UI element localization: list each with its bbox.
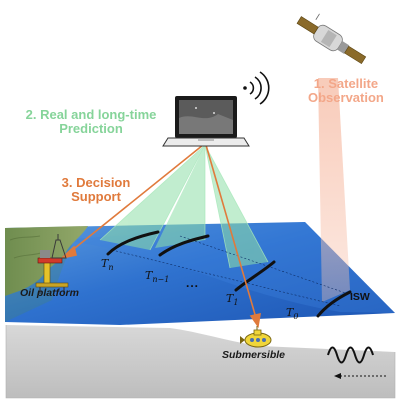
- laptop-icon: [163, 96, 249, 146]
- prediction-label: 2. Real and long-time Prediction: [16, 108, 166, 135]
- wave-label-tn-sub: n: [108, 263, 113, 272]
- satellite-icon: [294, 6, 372, 67]
- wave-label-tn: Tn: [101, 257, 114, 272]
- seabed-section: [6, 325, 395, 398]
- satellite-beam: [318, 78, 350, 302]
- decision-label-line2: Support: [46, 190, 146, 204]
- prediction-label-line1: 2. Real and long-time: [16, 108, 166, 122]
- decision-support-label: 3. Decision Support: [46, 176, 146, 203]
- wifi-signal-icon: [243, 72, 269, 104]
- satellite-observation-label: 1. Satellite Observation: [308, 77, 384, 104]
- satellite-label-line2: Observation: [308, 91, 384, 105]
- wave-label-t1: T1: [226, 292, 238, 307]
- prediction-label-line2: Prediction: [16, 122, 166, 136]
- satellite-label-line1: 1. Satellite: [308, 77, 384, 91]
- submersible-label: Submersible: [222, 350, 285, 361]
- isw-label: ISW: [350, 292, 370, 303]
- ellipsis-label: ...: [186, 277, 199, 290]
- wave-label-tn-1: Tn−1: [145, 269, 169, 284]
- oil-platform-label: Oil platform: [20, 288, 79, 299]
- wave-label-t0: T0: [286, 306, 298, 321]
- wave-label-tn-1-sub: n−1: [152, 275, 169, 284]
- wave-label-t0-sub: 0: [293, 312, 298, 321]
- decision-label-line1: 3. Decision: [46, 176, 146, 190]
- wave-label-t1-sub: 1: [233, 298, 238, 307]
